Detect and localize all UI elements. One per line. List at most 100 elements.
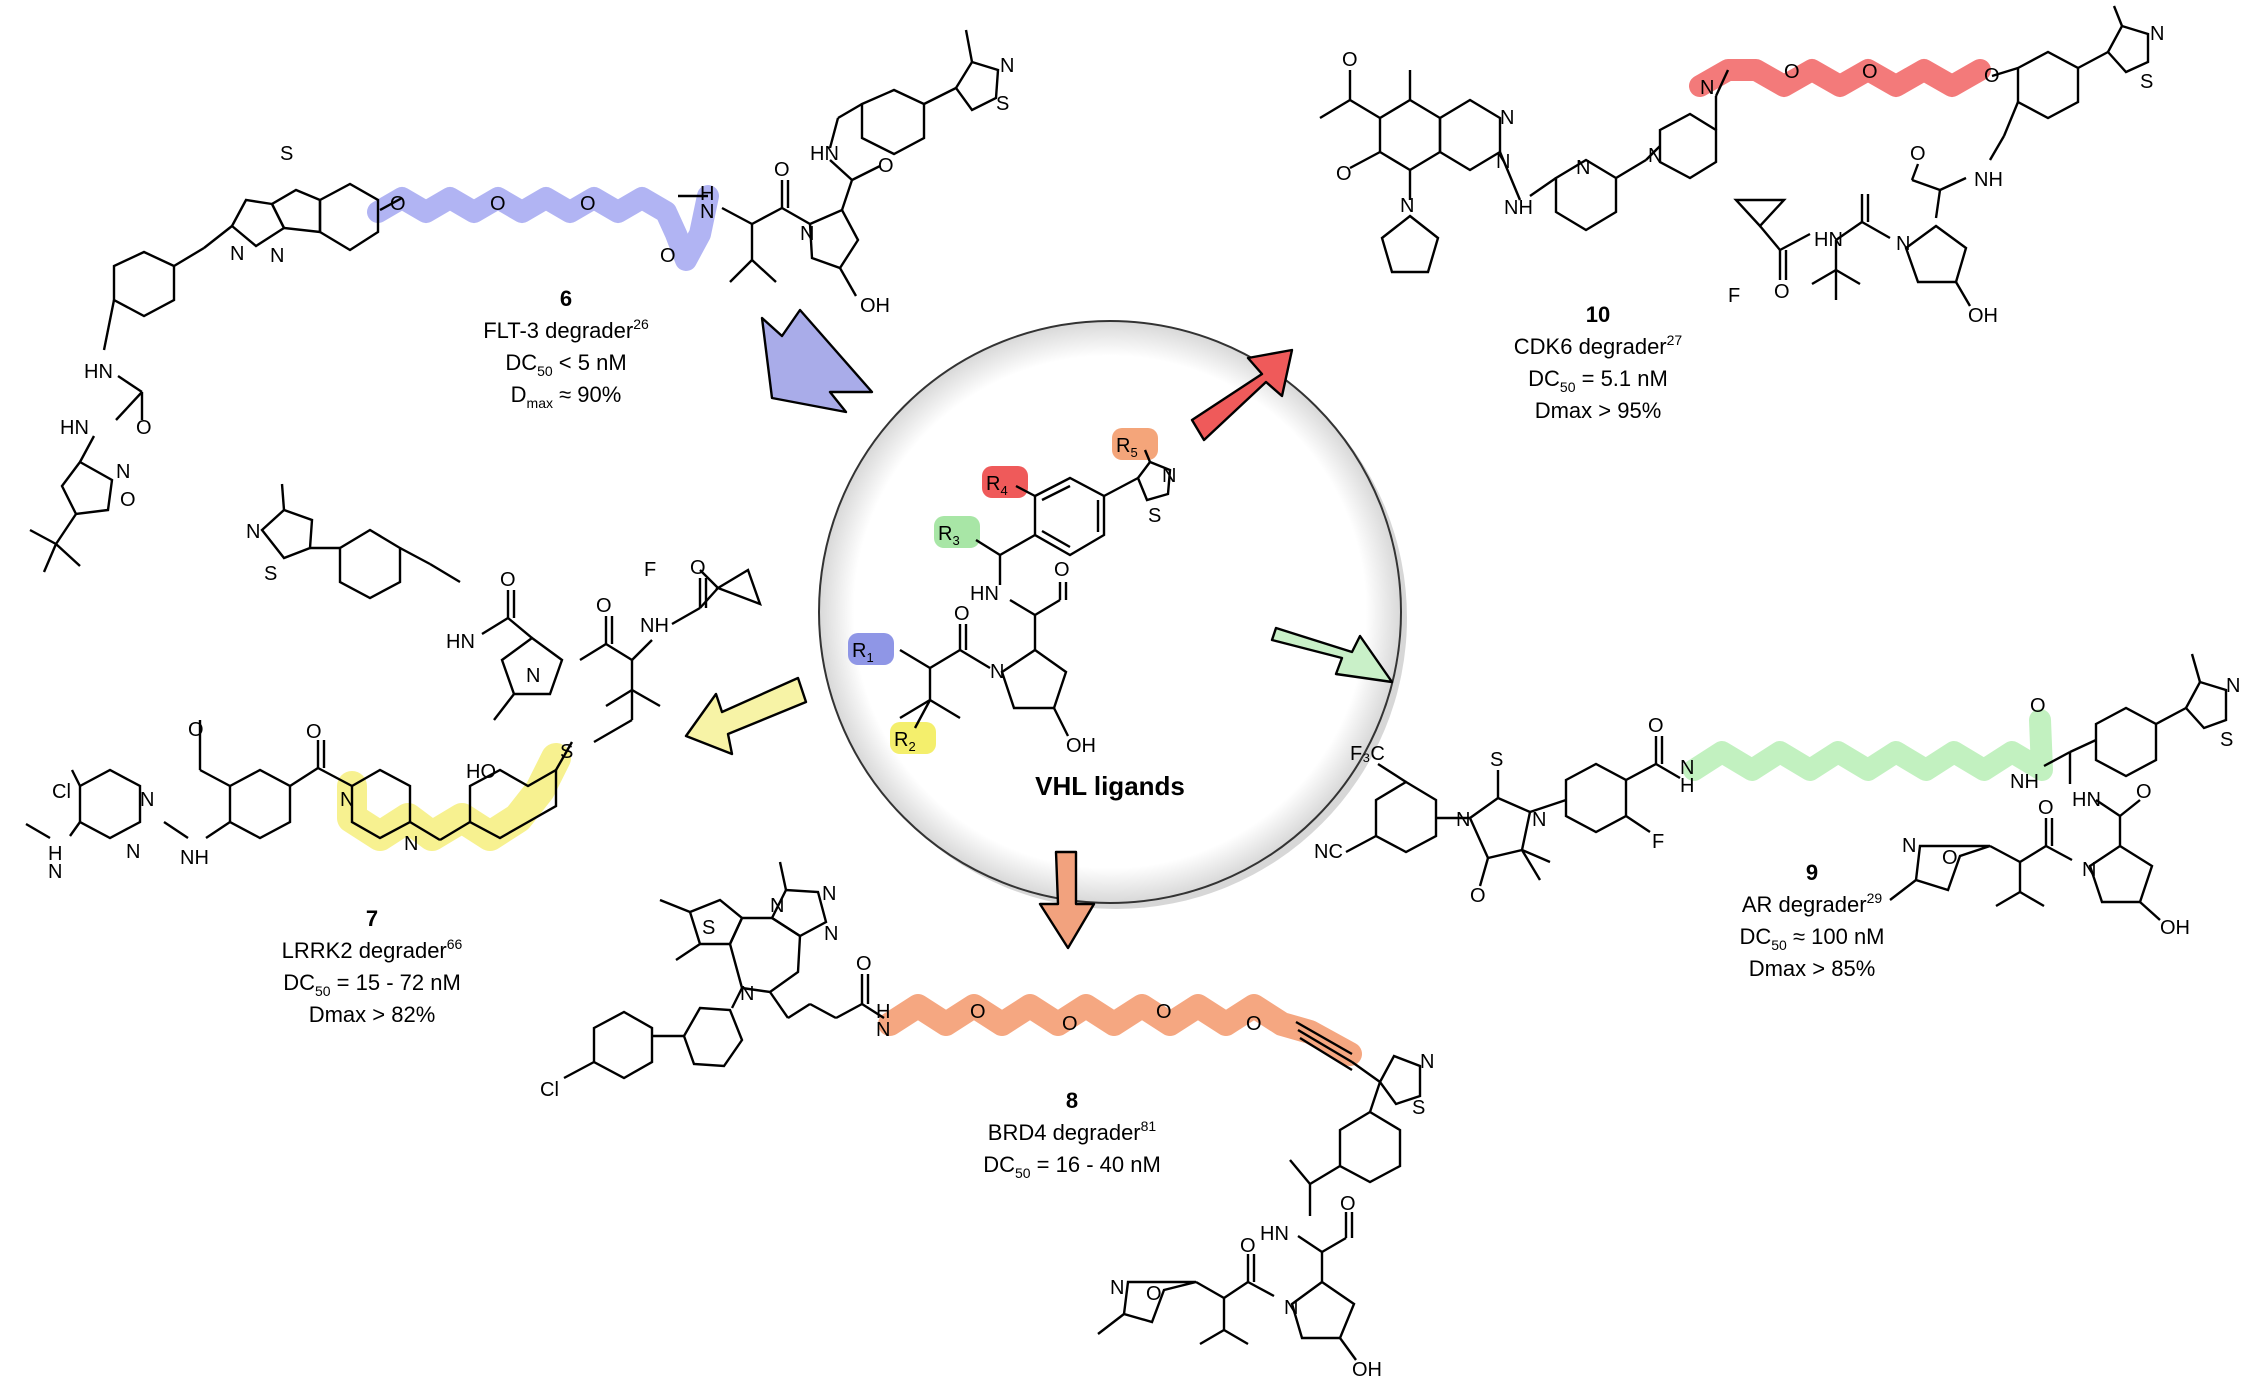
svg-text:O: O <box>1340 1193 1356 1215</box>
arrow-to-7 <box>684 676 808 756</box>
compound-10-structure: O O N N N NH N N N O O O N S NH O N OH H… <box>1319 5 2164 327</box>
arrow-to-9 <box>1270 626 1394 684</box>
svg-text:BRD4 degrader81: BRD4 degrader81 <box>988 1118 1157 1145</box>
svg-text:HN: HN <box>1814 229 1843 251</box>
vhl-core-circle <box>818 320 1407 909</box>
svg-text:O: O <box>188 719 204 741</box>
compound-6-label: 6 FLT-3 degrader26 DC50 < 5 nM Dmax ≈ 90… <box>483 286 649 411</box>
svg-text:N: N <box>990 661 1004 683</box>
svg-text:AR degrader29: AR degrader29 <box>1742 890 1883 917</box>
r3-highlight <box>934 516 980 548</box>
svg-text:O: O <box>1336 163 1352 185</box>
svg-text:N: N <box>116 461 130 483</box>
svg-text:O: O <box>500 569 516 591</box>
svg-text:O: O <box>970 1001 986 1023</box>
svg-text:S: S <box>1148 505 1161 527</box>
svg-text:O: O <box>1910 143 1926 165</box>
svg-text:FLT-3 degrader26: FLT-3 degrader26 <box>483 316 649 343</box>
svg-text:O: O <box>390 193 406 215</box>
svg-text:O: O <box>1648 715 1664 737</box>
svg-text:O: O <box>1146 1283 1162 1305</box>
svg-text:N: N <box>1420 1051 1434 1073</box>
core-title: VHL ligands <box>1035 771 1185 801</box>
svg-text:N: N <box>1110 1277 1124 1299</box>
svg-text:S: S <box>1412 1097 1425 1119</box>
svg-text:N: N <box>770 895 784 917</box>
svg-text:H: H <box>48 843 62 865</box>
svg-text:S: S <box>2220 729 2233 751</box>
svg-text:HN: HN <box>446 631 475 653</box>
compound-8-label: 8 BRD4 degrader81 DC50 = 16 - 40 nM <box>983 1088 1161 1181</box>
svg-text:O: O <box>1240 1235 1256 1257</box>
svg-text:Dmax > 85%: Dmax > 85% <box>1749 956 1876 981</box>
svg-text:F: F <box>1652 831 1664 853</box>
arrow-to-10 <box>1190 348 1294 442</box>
svg-text:N: N <box>230 243 244 265</box>
svg-text:N: N <box>1648 145 1662 167</box>
compound-8-structure: S N N N N Cl O H N O O O O N S HN O N OH… <box>540 861 1434 1381</box>
svg-text:N: N <box>526 665 540 687</box>
svg-text:N: N <box>2082 859 2096 881</box>
svg-text:O: O <box>1774 281 1790 303</box>
svg-text:Dmax ≈ 90%: Dmax ≈ 90% <box>511 382 622 411</box>
svg-text:O: O <box>596 595 612 617</box>
compound-7-structure: N S HN O N HO O NH O F S N N O O NH N N … <box>25 483 762 883</box>
svg-text:O: O <box>1054 559 1070 581</box>
svg-text:N: N <box>1400 195 1414 217</box>
svg-text:NH: NH <box>180 847 209 869</box>
svg-text:HN: HN <box>60 417 89 439</box>
svg-text:N: N <box>1700 77 1714 99</box>
svg-text:O: O <box>1470 885 1486 907</box>
svg-text:N: N <box>404 833 418 855</box>
svg-text:O: O <box>2038 797 2054 819</box>
svg-text:8: 8 <box>1066 1088 1078 1113</box>
svg-text:O: O <box>1246 1013 1262 1035</box>
svg-text:NH: NH <box>1974 169 2003 191</box>
svg-text:O: O <box>1062 1013 1078 1035</box>
svg-text:O: O <box>1862 61 1878 83</box>
svg-text:H: H <box>700 183 714 205</box>
svg-text:DC50 ≈ 100 nM: DC50 ≈ 100 nM <box>1739 924 1884 953</box>
svg-text:HN: HN <box>84 361 113 383</box>
svg-text:O: O <box>490 193 506 215</box>
svg-text:N: N <box>246 521 260 543</box>
arrow-to-6 <box>760 308 874 414</box>
svg-text:OH: OH <box>2160 917 2190 939</box>
svg-text:N: N <box>1000 55 1014 77</box>
svg-text:H: H <box>876 1001 890 1023</box>
svg-text:H: H <box>1680 775 1694 797</box>
svg-text:NC: NC <box>1314 841 1343 863</box>
svg-text:HN: HN <box>2072 789 2101 811</box>
svg-text:O: O <box>306 721 322 743</box>
svg-text:NH: NH <box>1504 197 1533 219</box>
compound-9-structure: F₃C NC N S O N F O N H O NH N S HN O N O… <box>1314 653 2240 939</box>
compound-10-label: 10 CDK6 degrader27 DC50 = 5.1 nM Dmax > … <box>1514 302 1683 423</box>
svg-text:O: O <box>660 245 676 267</box>
svg-text:10: 10 <box>1586 302 1610 327</box>
svg-text:N: N <box>1496 151 1510 173</box>
svg-text:N: N <box>270 245 284 267</box>
svg-text:O: O <box>2136 781 2152 803</box>
svg-text:DC50 = 15 - 72 nM: DC50 = 15 - 72 nM <box>283 970 461 999</box>
svg-text:N: N <box>1500 107 1514 129</box>
r2-highlight <box>890 722 936 754</box>
svg-text:HN: HN <box>970 583 999 605</box>
svg-text:N: N <box>1896 233 1910 255</box>
svg-text:O: O <box>774 159 790 181</box>
svg-text:N: N <box>1456 809 1470 831</box>
r1-highlight <box>848 633 894 665</box>
svg-text:Dmax > 82%: Dmax > 82% <box>309 1002 436 1027</box>
svg-text:O: O <box>1784 61 1800 83</box>
svg-text:O: O <box>1984 65 2000 87</box>
svg-text:NH: NH <box>640 615 669 637</box>
svg-text:F₃C: F₃C <box>1350 743 1385 765</box>
svg-text:N: N <box>740 983 754 1005</box>
svg-text:N: N <box>126 841 140 863</box>
svg-text:DC50 = 16 - 40 nM: DC50 = 16 - 40 nM <box>983 1152 1161 1181</box>
svg-text:F: F <box>644 559 656 581</box>
svg-text:S: S <box>280 143 293 165</box>
svg-text:HN: HN <box>1260 1223 1289 1245</box>
svg-text:S: S <box>702 917 715 939</box>
svg-text:OH: OH <box>1066 735 1096 757</box>
svg-text:OH: OH <box>1352 1359 1382 1381</box>
